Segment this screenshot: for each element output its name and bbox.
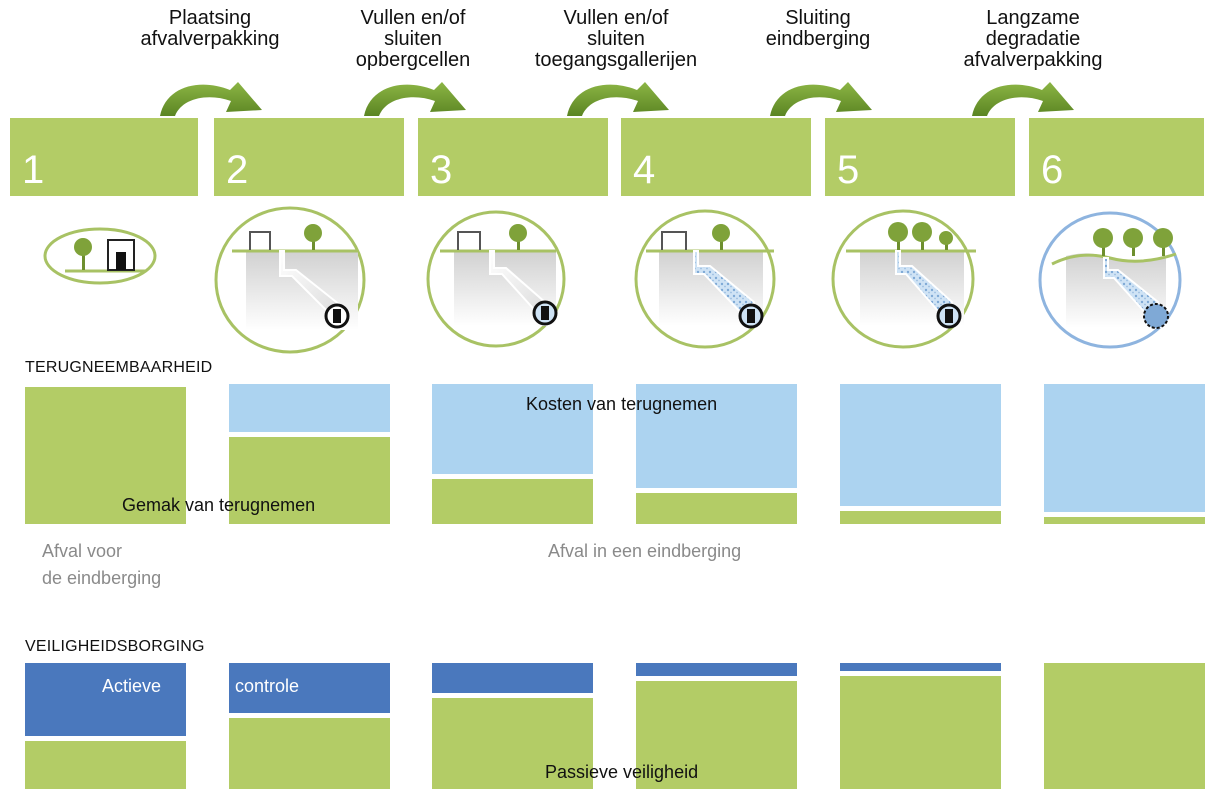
active-bar-5 [840, 663, 1001, 671]
ease-bar-4 [636, 493, 797, 524]
cost-label: Kosten van terugnemen [526, 394, 718, 414]
stage-number: 6 [1041, 148, 1064, 192]
illustration-stage-3 [426, 210, 566, 348]
tree-icon [509, 224, 527, 250]
illustration-stage-6 [1038, 211, 1182, 349]
tree-icon [888, 222, 908, 250]
active-bar-4 [636, 663, 797, 676]
stage-box-4: 4 [621, 118, 811, 196]
illustration-stage-4 [634, 209, 776, 349]
passive-bar-6 [1044, 663, 1205, 789]
cost-bar-5 [840, 384, 1001, 506]
tree-icon [1123, 228, 1143, 256]
active-label-2: controle [235, 676, 300, 696]
passive-bar-5 [840, 676, 1001, 789]
step-label-3: Vullen en/of sluiten toegangsgallerijen [534, 7, 698, 71]
curved-arrow-icon-2 [364, 82, 466, 116]
stage-number: 3 [430, 148, 453, 192]
curved-arrow-icon-4 [770, 82, 872, 116]
before-label: Afval voor de eindberging [42, 541, 162, 588]
stage-box-1: 1 [10, 118, 198, 196]
stage-box-3: 3 [418, 118, 608, 196]
tree-icon [1153, 228, 1173, 256]
step-label-2: Vullen en/of sluiten opbergcellen [355, 7, 471, 71]
tree-icon [304, 224, 322, 250]
ease-bar-5 [840, 511, 1001, 524]
step-label-4: Sluiting eindberging [765, 7, 871, 50]
active-label-1: Actieve [102, 676, 162, 696]
step-label-5: Langzame degradatie afvalverpakking [963, 7, 1103, 71]
ease-bar-3 [432, 479, 593, 524]
cost-bar-2 [229, 384, 390, 432]
illustration-stage-1 [43, 227, 157, 285]
tree-icon [74, 238, 92, 270]
curved-arrow-icon-3 [567, 82, 669, 116]
stage-number: 4 [633, 148, 656, 192]
step-label-1: Plaatsing afvalverpakking [140, 7, 280, 50]
passive-bar-2 [229, 718, 390, 789]
stage-number: 2 [226, 148, 249, 192]
stage-box-5: 5 [825, 118, 1015, 196]
curved-arrow-icon-1 [160, 82, 262, 116]
illustration-stage-5 [831, 209, 976, 349]
in-label: Afval in een eindberging [548, 541, 742, 561]
illustration-stage-2 [214, 206, 366, 354]
building-icon [107, 239, 135, 271]
tree-icon [712, 224, 730, 250]
stage-box-6: 6 [1029, 118, 1204, 196]
cost-bar-6 [1044, 384, 1205, 512]
ease-bar-6 [1044, 517, 1205, 524]
passive-label: Passieve veiligheid [545, 762, 699, 782]
passive-bar-1 [25, 741, 186, 789]
tree-icon [939, 231, 953, 250]
active-bar-1 [25, 663, 186, 736]
tree-icon [912, 222, 932, 250]
stage-number: 5 [837, 148, 860, 192]
curved-arrow-icon-5 [972, 82, 1074, 116]
stage-box-2: 2 [214, 118, 404, 196]
ease-label: Gemak van terugnemen [122, 495, 316, 515]
safety-title: VEILIGHEIDSBORGING [25, 638, 205, 655]
stage-number: 1 [22, 148, 45, 192]
tree-icon [1093, 228, 1113, 256]
retrievability-title: TERUGNEEMBAARHEID [25, 359, 213, 376]
active-bar-3 [432, 663, 593, 693]
